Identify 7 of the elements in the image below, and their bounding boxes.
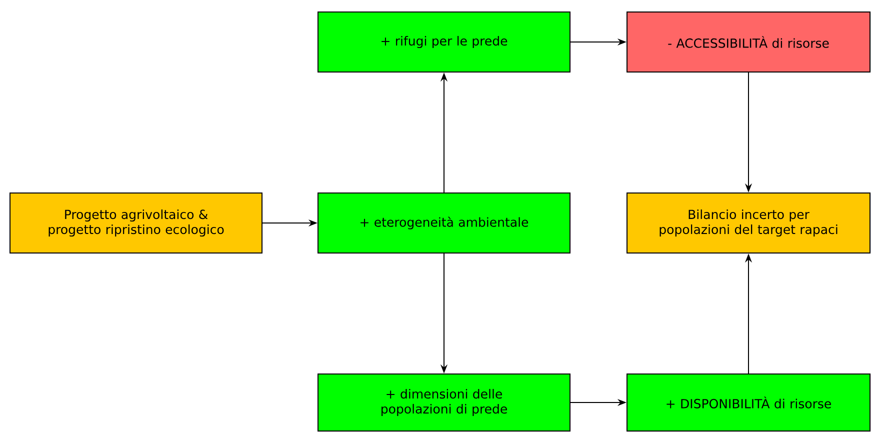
process-box: + dimensioni delle popolazioni di prede <box>318 374 570 432</box>
process-box: Progetto agrivoltaico & progetto ripristino ecologico <box>10 192 262 254</box>
process-box: + rifugi per le prede <box>318 12 570 72</box>
process-box: + DISPONIBILITÀ di risorse <box>626 374 870 432</box>
process-box: - ACCESSIBILITÀ di risorse <box>626 12 870 72</box>
process-box: + eterogeneità ambientale <box>318 192 570 254</box>
process-box: Bilancio incerto per popolazioni del target rapaci <box>626 192 870 254</box>
